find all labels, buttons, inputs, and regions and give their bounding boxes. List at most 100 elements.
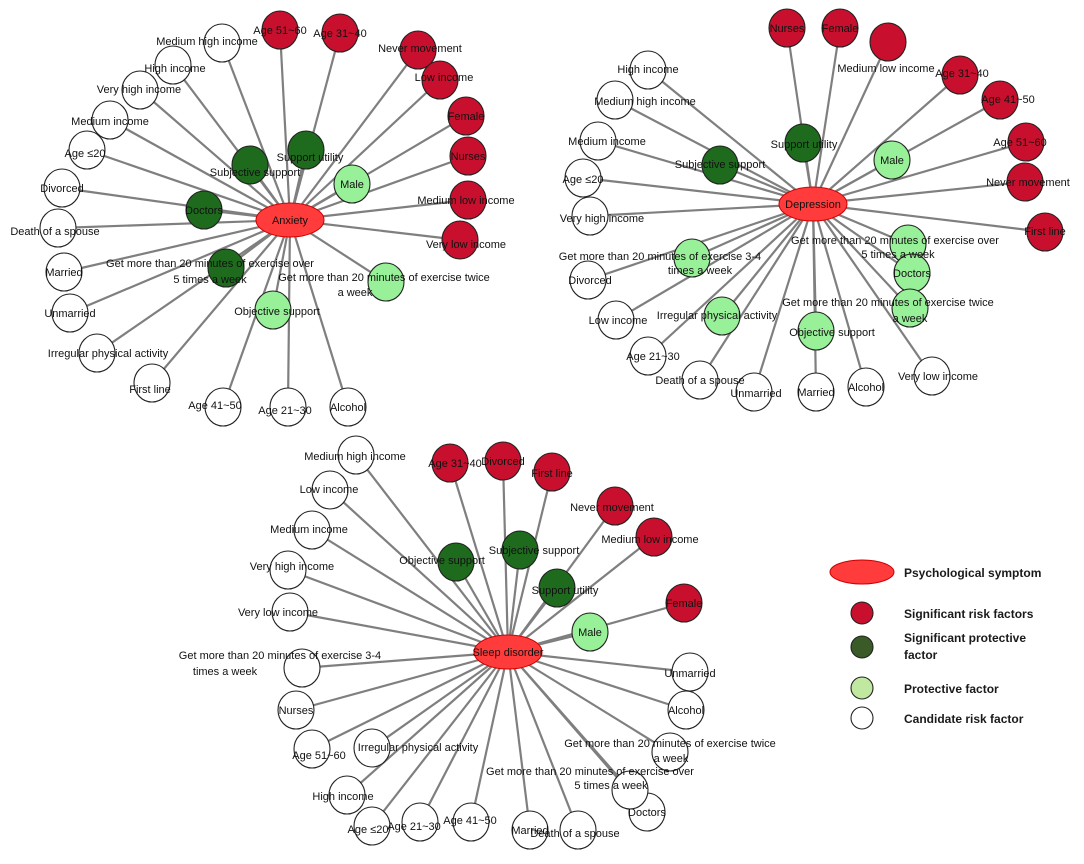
sleep-label-age-21-30: Age 21~30 <box>387 821 441 833</box>
anxiety-edge-never-movement <box>289 49 419 221</box>
legend-symbol-protective-factor <box>850 676 874 700</box>
anxiety-edge-unmarried <box>69 218 291 315</box>
depression-edge-female <box>811 27 842 205</box>
sleep-edge-get-more-than-20-minutes-of-exercise-3-4-times-a-week <box>301 650 509 670</box>
legend-label-protective-factor: Protective factor <box>904 682 999 696</box>
anxiety-label-medium-high-income: Medium high income <box>156 36 258 48</box>
anxiety-label-subjective-support: Subjective support <box>210 167 301 179</box>
anxiety-edge-high-income <box>172 64 291 221</box>
sleep-edge-get-more-than-20-minutes-of-exercise-over-5-times-a-week <box>507 651 631 791</box>
depression-node-death-of-a-spouse <box>681 360 719 400</box>
depression-node-very-low-income <box>913 356 951 396</box>
anxiety-hub-label: Anxiety <box>272 215 309 227</box>
anxiety-edge-divorced <box>61 186 291 222</box>
anxiety-node-medium-low-income <box>449 180 487 220</box>
anxiety-node-divorced <box>43 168 81 208</box>
anxiety-node-death-of-a-spouse <box>39 208 77 248</box>
anxiety-edge-nurses <box>289 154 469 222</box>
anxiety-node-support-utility <box>287 130 325 170</box>
sleep-node-low-income <box>311 470 349 510</box>
sleep-label-never-movement: Never movement <box>570 502 654 514</box>
anxiety-label-divorced: Divorced <box>40 183 83 195</box>
sleep-edge-medium-low-income <box>507 536 655 653</box>
sleep-node-age-51-60 <box>293 729 331 769</box>
anxiety-edge-age-le20 <box>86 148 291 222</box>
sleep-edge-medium-income <box>311 529 509 653</box>
anxiety-node-get-more-than-20-minutes-of-exercise-over-5-times-a-week <box>207 248 245 288</box>
sleep-label-age-31-40: Age 31~40 <box>428 458 482 470</box>
anxiety-label-first-line: First line <box>129 384 171 396</box>
legend-symbol-significant-protective-factor <box>850 635 874 659</box>
sleep-edge-medium-high-income <box>355 454 509 653</box>
sleep-label-married: Married <box>511 825 548 837</box>
depression-label-female: Female <box>822 23 859 35</box>
sleep-label-nurses: Nurses <box>279 705 314 717</box>
sleep-label-medium-high-income: Medium high income <box>304 451 406 463</box>
depression-label-age-21-30: Age 21~30 <box>626 351 680 363</box>
depression-label-male: Male <box>880 155 904 167</box>
sleep-node-get-more-than-20-minutes-of-exercise-3-4-times-a-week <box>283 648 321 688</box>
anxiety-edge-irregular-physical-activity <box>96 219 291 354</box>
sleep-label-age-41-50: Age 41~50 <box>443 815 497 827</box>
legend-symbol-psychological-symptom <box>829 559 895 585</box>
sleep-label-objective-support: Objective support <box>399 555 485 567</box>
anxiety-label-age-21-30: Age 21~30 <box>258 405 312 417</box>
depression-edge-age-31-40 <box>812 74 961 205</box>
depression-node-male <box>873 140 911 180</box>
anxiety-node-first-line <box>133 363 171 403</box>
depression-node-age-51-60 <box>1007 122 1045 162</box>
sleep-edge-age-21-30 <box>419 651 509 823</box>
sleep-node-female <box>665 583 703 623</box>
depression-node-age-le20 <box>564 158 602 198</box>
anxiety-edge-medium-high-income <box>220 42 292 221</box>
anxiety-node-male <box>333 164 371 204</box>
sleep-edge-age-51-60 <box>311 651 509 750</box>
anxiety-edge-alcohol <box>288 219 350 408</box>
anxiety-node-medium-income <box>91 100 129 140</box>
depression-node-medium-low-income <box>869 22 907 62</box>
anxiety-node-irregular-physical-activity <box>78 333 116 373</box>
anxiety-label-medium-low-income: Medium low income <box>417 195 514 207</box>
anxiety-label-medium-income: Medium income <box>71 116 149 128</box>
sleep-edge-alcohol <box>507 650 687 712</box>
anxiety-node-nurses <box>449 136 487 176</box>
depression-label-very-low-income: Very low income <box>898 371 978 383</box>
sleep-node-first-line <box>533 452 571 492</box>
legend-label-psychological-symptom: Psychological symptom <box>904 566 1041 580</box>
anxiety-label-never-movement: Never movement <box>378 43 462 55</box>
legend-label-significant-risk-factors: Significant risk factors <box>904 607 1034 621</box>
anxiety-node-female <box>447 96 485 136</box>
sleep-node-age-le20 <box>353 806 391 846</box>
sleep-node-divorced <box>484 441 522 481</box>
sleep-node-alcohol <box>667 690 705 730</box>
sleep-label-high-income: High income <box>312 791 373 803</box>
nodes-layer <box>39 8 1064 850</box>
sleep-label-unmarried: Unmarried <box>664 668 715 680</box>
depression-label-low-income: Low income <box>589 315 648 327</box>
anxiety-node-age-le20 <box>68 130 106 170</box>
anxiety-node-high-income <box>154 45 192 85</box>
legend-symbol-significant-risk-factors <box>850 601 874 625</box>
sleep-edge-age-31-40 <box>448 462 510 653</box>
depression-label-medium-low-income: Medium low income <box>837 63 934 75</box>
anxiety-hub <box>255 202 325 238</box>
depression-node-divorced <box>569 260 607 300</box>
anxiety-edge-death-of-a-spouse <box>57 218 291 230</box>
depression-node-alcohol <box>847 367 885 407</box>
anxiety-label-very-high-income: Very high income <box>97 84 181 96</box>
sleep-edge-nurses <box>295 650 509 712</box>
depression-node-nurses <box>768 8 806 48</box>
depression-edge-alcohol <box>811 203 868 388</box>
sleep-node-nurses <box>277 690 315 730</box>
depression-edge-unmarried <box>752 203 815 393</box>
sleep-hub-label: Sleep disorder <box>473 647 544 659</box>
depression-node-objective-support <box>797 311 835 351</box>
anxiety-node-age-21-30 <box>269 387 307 427</box>
anxiety-node-low-income <box>421 60 459 100</box>
anxiety-label-objective-support: Objective support <box>234 306 320 318</box>
sleep-label-low-income: Low income <box>300 484 359 496</box>
sleep-node-male <box>571 612 609 652</box>
sleep-edge-high-income <box>346 651 509 796</box>
depression-node-never-movement <box>1006 162 1044 202</box>
depression-label-age-41-50: Age 41~50 <box>981 94 1035 106</box>
